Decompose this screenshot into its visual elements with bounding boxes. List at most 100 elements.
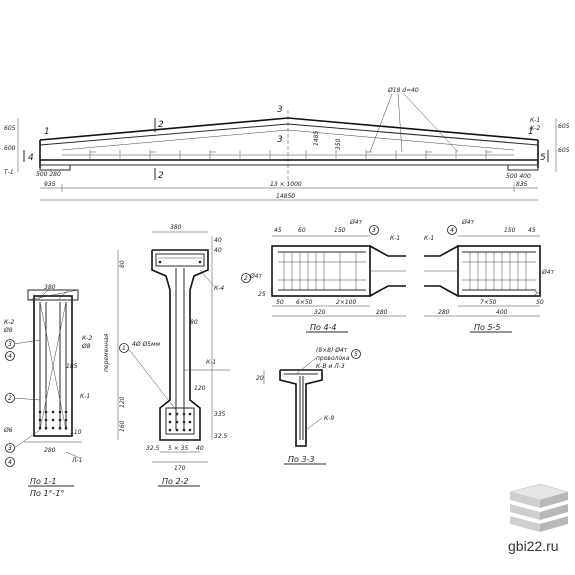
dim-right-2: 605 xyxy=(558,147,570,154)
s22-dim-4: 120 xyxy=(194,385,206,392)
dim-mid-2: 350 xyxy=(335,138,342,150)
s55-d0: К-1 xyxy=(424,235,434,242)
brand-site: gbi22.ru xyxy=(508,538,559,554)
section-4-4: 45 60 150 Ø4т К-1 Ø4т 25 50 6×50 2×100 3… xyxy=(241,219,406,333)
s44-d0: 45 xyxy=(274,227,282,234)
s22-circ: 1 xyxy=(122,345,126,352)
s33-caption: По 3-3 xyxy=(288,455,315,464)
s44-circ-2: 2 xyxy=(244,275,248,282)
s33-note2: проволока xyxy=(316,355,350,362)
k2-label-top: К-2 xyxy=(530,125,540,132)
total-dim: 14850 xyxy=(276,193,295,200)
s11-k1: К-1 xyxy=(80,393,90,400)
s22-dim-0: 40 xyxy=(214,237,222,244)
dim-right-3: 500 400 xyxy=(506,173,531,180)
s11-w-top: 380 xyxy=(44,284,56,291)
bars-callout: Ø18 d=40 xyxy=(387,87,419,94)
section-mark-5: 5 xyxy=(540,153,546,163)
section-mark-1-left: 1 xyxy=(44,127,50,137)
s11-caption: По 1-1 xyxy=(30,477,57,486)
s33-k9: К-9 xyxy=(324,415,334,422)
s22-bottom-rebar xyxy=(168,412,192,432)
section-mark-3b: 3 xyxy=(277,135,283,145)
dim-left-2: 600 xyxy=(4,145,16,152)
s55-d10: 400 xyxy=(496,309,508,316)
s11-note: Л-1 xyxy=(71,457,83,464)
s22-bars: 4Ø Ø5мм xyxy=(132,341,161,348)
s22-bot-0: 170 xyxy=(174,465,186,472)
s44-d2: 150 xyxy=(334,227,346,234)
s22-dim-12: 32.5 xyxy=(214,433,228,440)
s44-d8: 50 xyxy=(276,299,284,306)
s22-w-top: 380 xyxy=(170,224,182,231)
section-3-3: 20 (8×8) Ø4т проволока К-В и Л-3 5 К-9 П… xyxy=(256,347,361,465)
s22-left-vert: переменная xyxy=(103,333,110,372)
dim-935: 935 xyxy=(44,181,56,188)
s55-d6: Ø4т xyxy=(541,269,555,276)
s33-dim: 20 xyxy=(256,375,264,382)
s44-d7: 25 xyxy=(258,291,266,298)
s44-d9: 6×50 xyxy=(296,299,313,306)
section-mark-1-right: 1 xyxy=(528,127,534,137)
section-mark-2-bottom: 2 xyxy=(158,171,164,181)
s44-circ-3: 3 xyxy=(372,227,376,234)
s33-circ: 5 xyxy=(354,351,358,358)
s55-stirrups xyxy=(424,252,536,290)
dim-mid-1: 1485 xyxy=(313,131,320,146)
s44-d1: 60 xyxy=(298,227,306,234)
beam-elevation: 2 2 3 3 1 1 4 5 Ø18 d=40 К-1 К-2 605 600… xyxy=(4,87,570,201)
s11-circ-4b: 4 xyxy=(8,459,12,466)
s11-dim-185: 185 xyxy=(66,363,78,370)
s11-dim-110: 110 xyxy=(70,429,82,436)
s55-d2: Ø4т xyxy=(461,219,475,226)
s11-caption2: По 1°-1° xyxy=(30,489,65,498)
s44-d12: 280 xyxy=(376,309,388,316)
s55-d4: 45 xyxy=(528,227,536,234)
s33-note1: (8×8) Ø4т xyxy=(316,347,348,354)
s22-dim-13: 32.5 xyxy=(146,445,160,452)
s22-dim-1: 40 xyxy=(214,247,222,254)
s33-note3: К-В и Л-3 xyxy=(316,363,345,370)
s22-k1: К-1 xyxy=(206,359,216,366)
s22-dim-14: 40 xyxy=(196,445,204,452)
s11-circ-4: 4 xyxy=(8,353,12,360)
dim-right-1: 605 xyxy=(558,123,570,130)
s22-dim-3: 80 xyxy=(119,260,126,268)
dim-left-3: 500 280 xyxy=(36,171,61,178)
section-mark-2-top: 2 xyxy=(158,120,164,130)
s11-circ-3: 3 xyxy=(8,341,12,348)
s55-caption: По 5-5 xyxy=(474,323,501,332)
stirrup-marks xyxy=(89,150,492,160)
section-2-2: 380 40 40 80 120 80 120 160 335 32.5 32.… xyxy=(103,224,230,487)
k1-label-top: К-1 xyxy=(530,117,540,124)
s22-caption: По 2-2 xyxy=(162,477,189,486)
span-dim: 13 × 1000 xyxy=(270,181,302,188)
s22-dim-8: 160 xyxy=(119,420,126,432)
s44-d5: К-1 xyxy=(390,235,400,242)
dim-ta: Т-1 xyxy=(4,169,14,176)
bottom-rebar-grid xyxy=(38,410,68,430)
s44-d3: Ø4т xyxy=(349,219,363,226)
s55-circ: 4 xyxy=(450,227,454,234)
s22-dim-11: 335 xyxy=(214,411,226,418)
brand-logo-icon xyxy=(509,483,569,532)
section-1-1: 380 280 К-2 Ø8 К-2 Ø8 К-1 185 110 Ø6 Л-1… xyxy=(3,284,92,498)
s11-k2r: К-2 xyxy=(82,335,92,342)
s11-lab0: Ø8 xyxy=(3,327,13,334)
s55-d9: 7×50 xyxy=(480,299,497,306)
s22-bot-1: 5 × 35 xyxy=(168,445,188,452)
s55-d3: 150 xyxy=(504,227,516,234)
section-mark-4: 4 xyxy=(28,153,34,163)
s22-dim-6: 120 xyxy=(119,396,126,408)
s11-lab2: Ø6 xyxy=(3,427,13,434)
s11-circ-3b: 3 xyxy=(8,445,12,452)
s44-d6: Ø4т xyxy=(249,273,263,280)
s22-k4: К-4 xyxy=(214,285,224,292)
dim-835: 835 xyxy=(516,181,528,188)
section-mark-3: 3 xyxy=(277,105,283,115)
s55-d7: 25 xyxy=(534,291,542,298)
s11-circ-2: 2 xyxy=(8,395,12,402)
dim-left-1: 605 xyxy=(4,125,16,132)
s22-dim-2: 80 xyxy=(190,319,198,326)
